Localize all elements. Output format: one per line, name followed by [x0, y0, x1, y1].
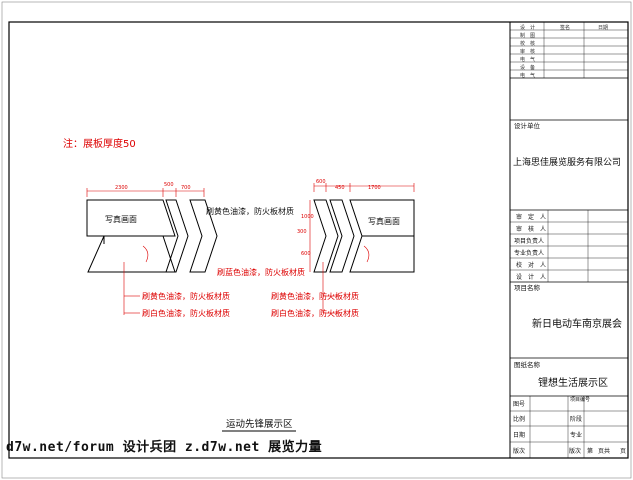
left-dim-1: 2300	[115, 185, 128, 191]
watermark-text: d7w.net/forum 设计兵团 z.d7w.net 展览力量	[6, 440, 323, 455]
sign-row-4: 审 核	[520, 48, 535, 55]
sign-col-date: 日期	[598, 25, 608, 31]
info-drawing-no: 图号	[513, 401, 525, 408]
project-label: 项目名称	[514, 283, 541, 292]
drawing-label: 图纸名称	[514, 360, 541, 369]
right-dim-3: 1700	[368, 185, 381, 191]
info-scale: 比例	[513, 415, 525, 423]
sign-row-1: 设 计	[520, 24, 535, 31]
left-panel-text: 写真画面	[105, 214, 137, 224]
right-dim-side-1: 1000	[301, 214, 314, 220]
info-date: 日期	[513, 431, 525, 439]
info-project-no: 项目编号	[570, 396, 590, 403]
left-dim-3: 700	[181, 185, 191, 191]
approval-row-1: 审 定 人	[516, 213, 546, 221]
sign-row-6: 设 备	[520, 64, 535, 71]
left-dim-2: 500	[164, 182, 174, 188]
design-unit-label: 设计单位	[514, 121, 541, 130]
left-callout-top: 刷黄色油漆，防火板材质	[206, 206, 294, 216]
info-sheet: 第	[587, 447, 593, 455]
right-callout-yellow: 刷黄色油漆，防火板材质	[271, 291, 359, 301]
thickness-note: 注：展板厚度50	[63, 137, 136, 150]
left-display-panel	[86, 188, 218, 273]
info-total: 页共	[598, 447, 610, 455]
right-dim-side-2: 300	[297, 229, 307, 235]
right-dim-1: 600	[316, 179, 326, 185]
right-panel-text: 写真画面	[368, 216, 400, 226]
info-discipline: 专业	[570, 431, 582, 439]
left-callout-yellow: 刷黄色油漆，防火板材质	[142, 291, 230, 301]
info-stage: 阶段	[570, 415, 582, 423]
right-dim-2: 450	[335, 185, 345, 191]
drawing-frame	[8, 21, 629, 459]
right-callout-blue: 刷蓝色油漆，防火板材质	[217, 267, 305, 277]
project-name: 新日电动车南京展会	[532, 317, 622, 330]
title-block: 设 计 制 图 校 核 审 核 电 气 设 备 电 气 签名 日期 设计单位 上…	[509, 22, 628, 458]
right-dim-side-3: 600	[301, 251, 311, 257]
approval-row-6: 设 计 人	[516, 273, 546, 281]
design-unit: 上海思佳展览服务有限公司	[513, 156, 621, 168]
info-page-unit: 页	[620, 448, 626, 455]
approval-row-3: 项目负责人	[514, 237, 544, 245]
sign-row-5: 电 气	[520, 56, 535, 63]
right-callout-white: 刷白色油漆，防火板材质	[271, 308, 359, 318]
sign-row-7: 电 气	[520, 72, 535, 79]
approval-row-2: 审 核 人	[516, 225, 546, 233]
right-display-panel	[309, 183, 415, 273]
approval-row-5: 校 对 人	[516, 261, 546, 269]
info-edition: 版次	[569, 447, 581, 455]
sign-col-name: 签名	[560, 24, 570, 31]
left-callout-white: 刷白色油漆，防火板材质	[142, 308, 230, 318]
zone-title: 运动先锋展示区	[226, 418, 293, 430]
approval-row-4: 专业负责人	[514, 249, 544, 257]
info-revision: 版次	[513, 447, 525, 455]
sign-row-3: 校 核	[520, 40, 535, 47]
drawing-name: 锂想生活展示区	[538, 376, 608, 389]
sign-row-2: 制 图	[520, 32, 535, 39]
